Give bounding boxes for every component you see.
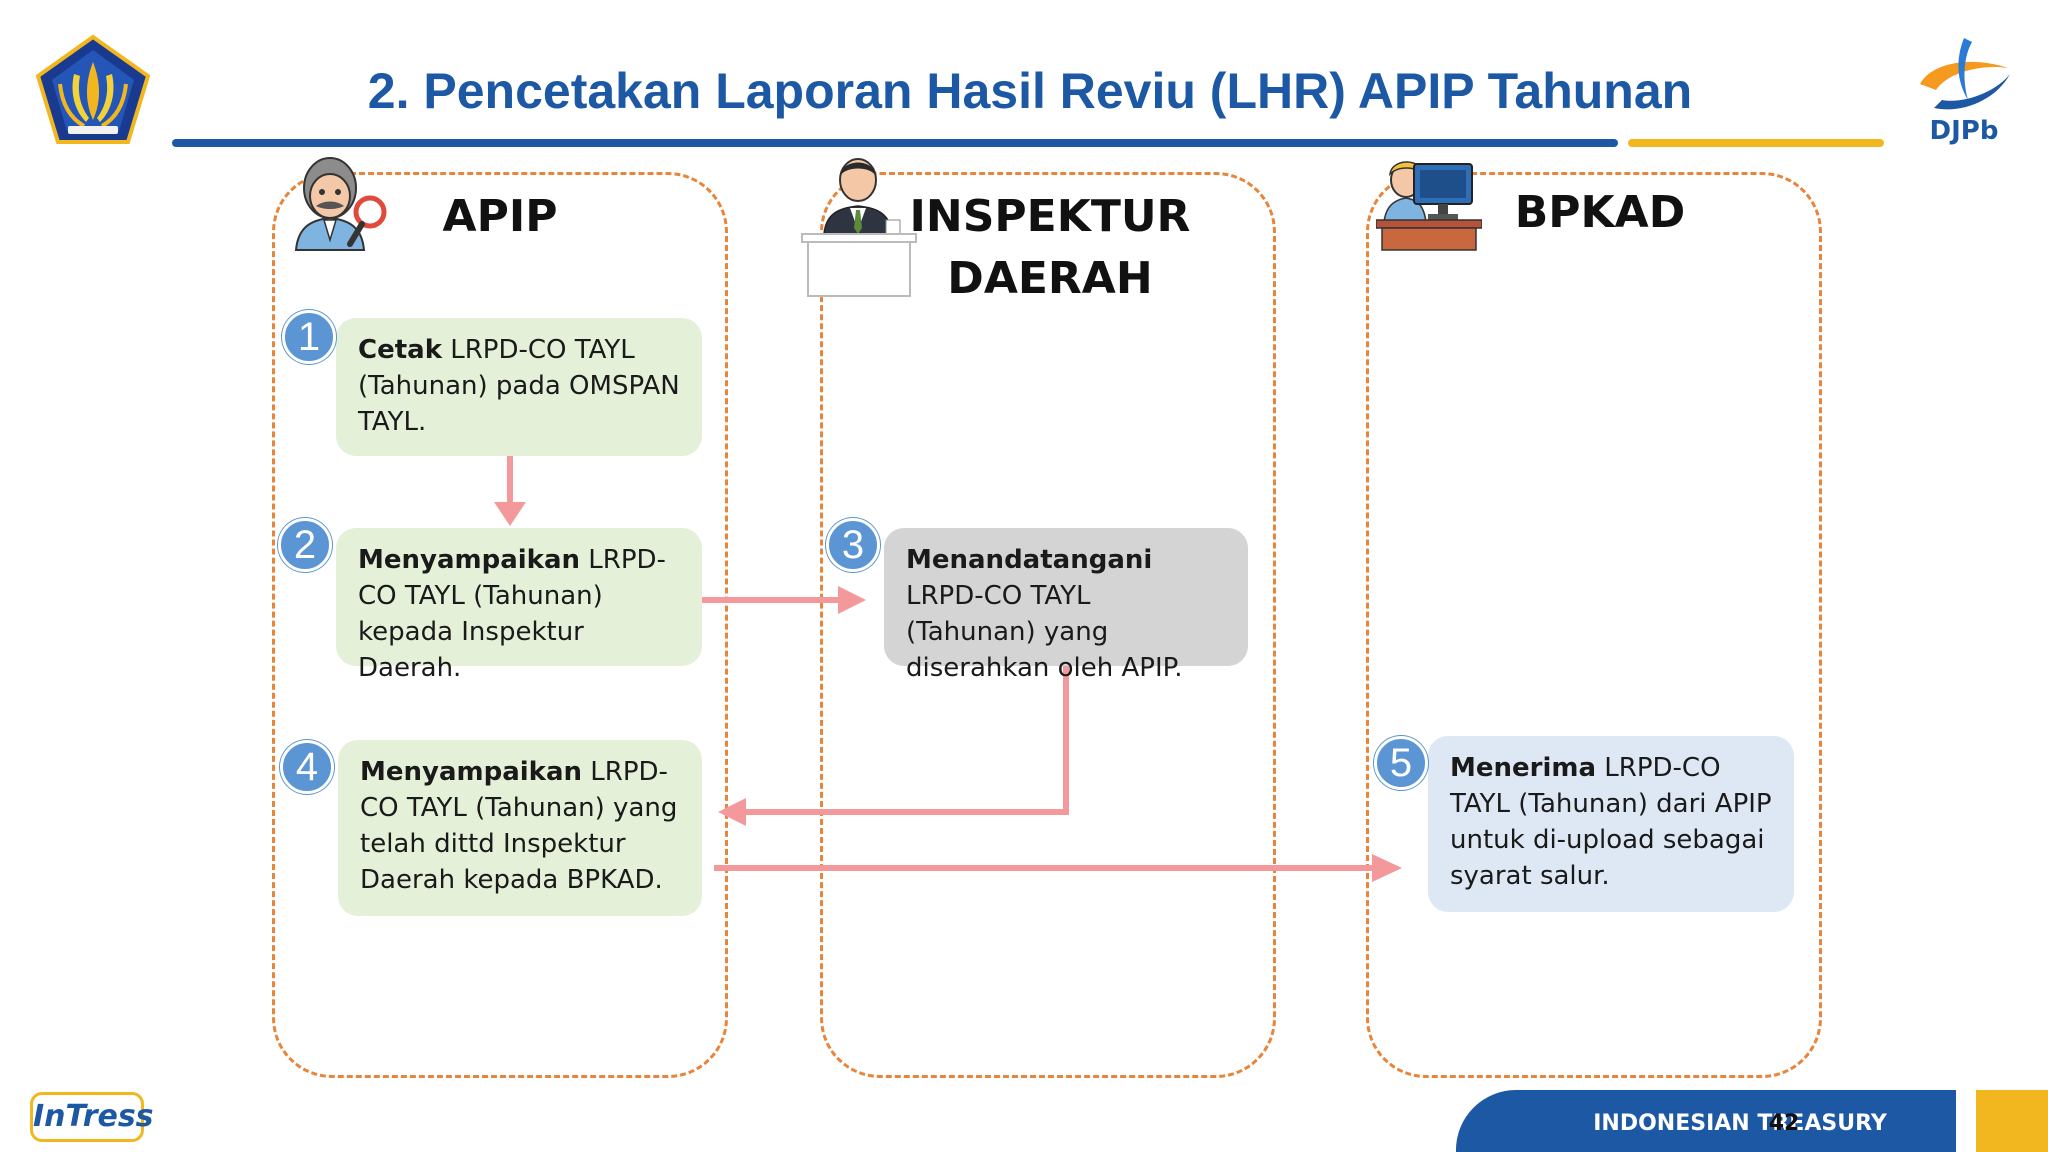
djpb-logo: DJPb (1912, 34, 2016, 146)
step-1-box: Cetak LRPD-CO TAYL (Tahunan) pada OMSPAN… (336, 318, 702, 456)
djpb-swirl-icon (1920, 38, 2010, 110)
step-1-number: 1 (282, 310, 336, 364)
footer-accent-square (1976, 1090, 2048, 1152)
footer-tagline: INDONESIAN TREASURY (1593, 1111, 1887, 1136)
step-5-box: Menerima LRPD-CO TAYL (Tahunan) dari API… (1428, 736, 1794, 912)
official-at-desk-icon (800, 150, 918, 298)
page-number: 42 (1768, 1111, 1800, 1136)
lane-bpkad (1366, 172, 1822, 1078)
step-4-verb: Menyampaikan (360, 757, 583, 787)
step-3-text: LRPD-CO TAYL (Tahunan) yang diserahkan o… (906, 581, 1183, 683)
step-4-text: LRPD-CO TAYL (Tahunan) yang telah dittd … (360, 757, 678, 895)
step-2-verb: Menyampaikan (358, 545, 581, 575)
lane-apip (272, 172, 728, 1078)
lane-title-apip: APIP (442, 191, 558, 242)
step-4-number: 4 (280, 740, 334, 794)
step-5-number: 5 (1374, 736, 1428, 790)
intress-logo-text: InTress (33, 1099, 154, 1134)
title-underline-blue (172, 139, 1618, 147)
lane-title-inspektur-line2: DAERAH (947, 253, 1153, 304)
lane-inspektur-daerah (820, 172, 1276, 1078)
step-2-number: 2 (278, 518, 332, 572)
step-1-verb: Cetak (358, 335, 442, 365)
step-4-box: Menyampaikan LRPD-CO TAYL (Tahunan) yang… (338, 740, 702, 916)
auditor-icon (284, 150, 392, 256)
arrow-step2-to-step3 (700, 586, 866, 614)
lane-title-inspektur-line1: INSPEKTUR (909, 191, 1191, 242)
step-1-text: LRPD-CO TAYL (Tahunan) pada OMSPAN TAYL. (358, 335, 680, 437)
djpb-logo-text: DJPb (1929, 116, 1999, 146)
step-3-number: 3 (826, 518, 880, 572)
intress-logo: InTress (30, 1092, 154, 1142)
arrow-step4-to-step5 (714, 854, 1402, 882)
step-3-box: Menandatangani LRPD-CO TAYL (Tahunan) ya… (884, 528, 1248, 683)
step-3-verb: Menandatangani (906, 545, 1153, 575)
page-title: 2. Pencetakan Laporan Hasil Reviu (LHR) … (367, 63, 1693, 119)
lane-title-bpkad: BPKAD (1514, 187, 1686, 238)
arrow-step1-to-step2 (494, 456, 526, 526)
title-underline-yellow (1628, 139, 1884, 147)
arrow-step3-to-step4 (718, 664, 1069, 826)
step-2-box: Menyampaikan LRPD-CO TAYL (Tahunan) kepa… (336, 528, 702, 683)
footer-bar (1456, 1090, 1956, 1152)
step-5-verb: Menerima (1450, 753, 1597, 783)
clerk-at-computer-icon (1375, 152, 1483, 252)
step-5-text: LRPD-CO TAYL (Tahunan) dari APIP untuk d… (1450, 753, 1772, 891)
kemenkeu-logo (34, 34, 152, 146)
step-2-text: LRPD-CO TAYL (Tahunan) kepada Inspektur … (358, 545, 666, 683)
